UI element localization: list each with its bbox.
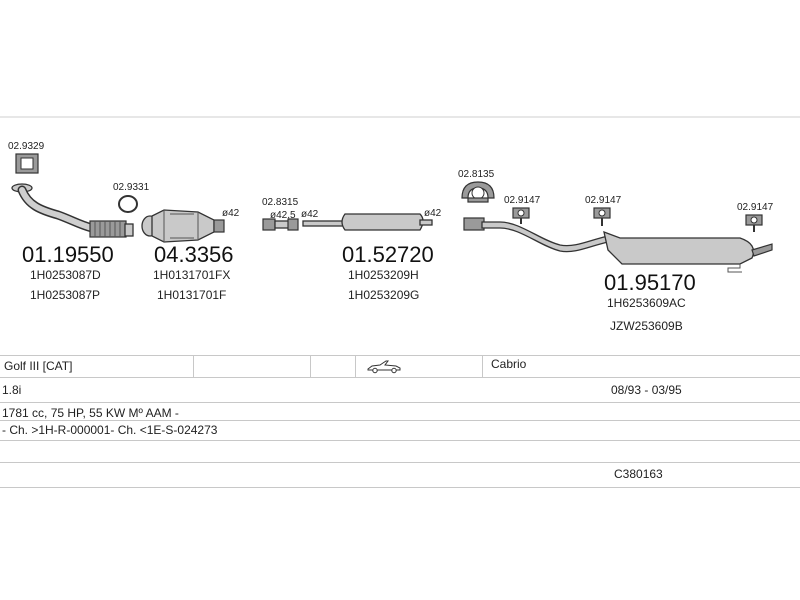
muffler-icon (302, 213, 433, 231)
production-years: 08/93 - 03/95 (611, 383, 682, 397)
oem-number: 1H0253209G (348, 288, 419, 302)
catalyst-body-icon (141, 209, 225, 243)
hanger-ref-label: 02.9147 (737, 202, 774, 213)
gasket-icon (15, 153, 39, 174)
oem-number: 1H0131701F (157, 288, 226, 302)
hanger-ref-label: 02.9147 (585, 195, 622, 206)
oem-number: 1H0253209H (348, 268, 419, 282)
middle-silencer-part[interactable]: 02.8315 ø42,5 ø42 ø42 01.52720 1H0253209… (262, 197, 442, 302)
body-type-label: Cabrio (482, 356, 800, 378)
empty-row (0, 440, 800, 463)
chassis-row: - Ch. >1H-R-000001- Ch. <1E-S-024273 (0, 420, 800, 441)
empty-cell (193, 356, 310, 378)
oem-number: 1H0131701FX (153, 268, 230, 282)
part-number-main: 01.52720 (342, 242, 434, 267)
body-type-cell (355, 356, 482, 378)
oem-number: 1H6253609AC (607, 296, 686, 310)
pipe-diameter-label: ø42 (424, 208, 442, 219)
chassis-range: - Ch. >1H-R-000001- Ch. <1E-S-024273 (2, 423, 218, 437)
rubber-hanger-icon (593, 207, 611, 226)
model-cell: Golf III [CAT] (4, 359, 73, 373)
gasket-ref-label: 02.9329 (8, 141, 45, 152)
engine-row: 1.8i 08/93 - 03/95 (0, 377, 800, 403)
engine-spec: 1781 cc, 75 HP, 55 KW Mº AAM - (2, 406, 179, 420)
oem-number: 1H0253087D (30, 268, 101, 282)
pipe-diameter-label: ø42,5 (270, 210, 296, 221)
part-number-main: 01.19550 (22, 242, 114, 267)
exhaust-system-diagram: 02.9329 01.19550 1H0253087D 1H0253087P 0… (0, 116, 800, 333)
oem-number: 1H0253087P (30, 288, 100, 302)
system-code-row: C380163 (0, 462, 800, 488)
part-number-main: 04.3356 (154, 242, 234, 267)
ring-ref-label: 02.9331 (113, 182, 150, 193)
pipe-diameter-label: ø42 (301, 209, 319, 220)
empty-cell (310, 356, 355, 378)
hanger-ref-label: 02.9147 (504, 195, 541, 206)
model-row: Golf III [CAT] Cabrio (0, 355, 800, 378)
rear-muffler-icon (463, 217, 773, 273)
clamp-ref-label: 02.8135 (458, 169, 495, 180)
sealing-ring-icon (118, 195, 138, 213)
rear-silencer-part[interactable]: 02.8135 02.9147 02.9147 02.9147 (458, 169, 774, 333)
rubber-hanger-icon (745, 214, 763, 232)
engine-label: 1.8i (2, 383, 22, 397)
body-type-text: Cabrio (491, 357, 527, 371)
catalytic-converter-part[interactable]: 02.9331 ø42 04.3356 1H0131701FX 1H013170… (113, 182, 240, 302)
front-pipe-part[interactable]: 02.9329 01.19550 1H0253087D 1H0253087P (8, 141, 134, 302)
flex-hose-icon (89, 220, 134, 238)
system-code: C380163 (614, 467, 663, 481)
rubber-hanger-icon (512, 207, 530, 224)
connector-pipe-icon (262, 218, 299, 231)
spec-row: 1781 cc, 75 HP, 55 KW Mº AAM - (0, 402, 800, 421)
oem-number: JZW253609B (610, 319, 683, 333)
connector-ref-label: 02.8315 (262, 197, 299, 208)
pipe-clamp-icon (461, 181, 495, 203)
part-number-main: 01.95170 (604, 270, 696, 295)
convertible-car-icon (367, 360, 401, 374)
pipe-diameter-label: ø42 (222, 208, 240, 219)
